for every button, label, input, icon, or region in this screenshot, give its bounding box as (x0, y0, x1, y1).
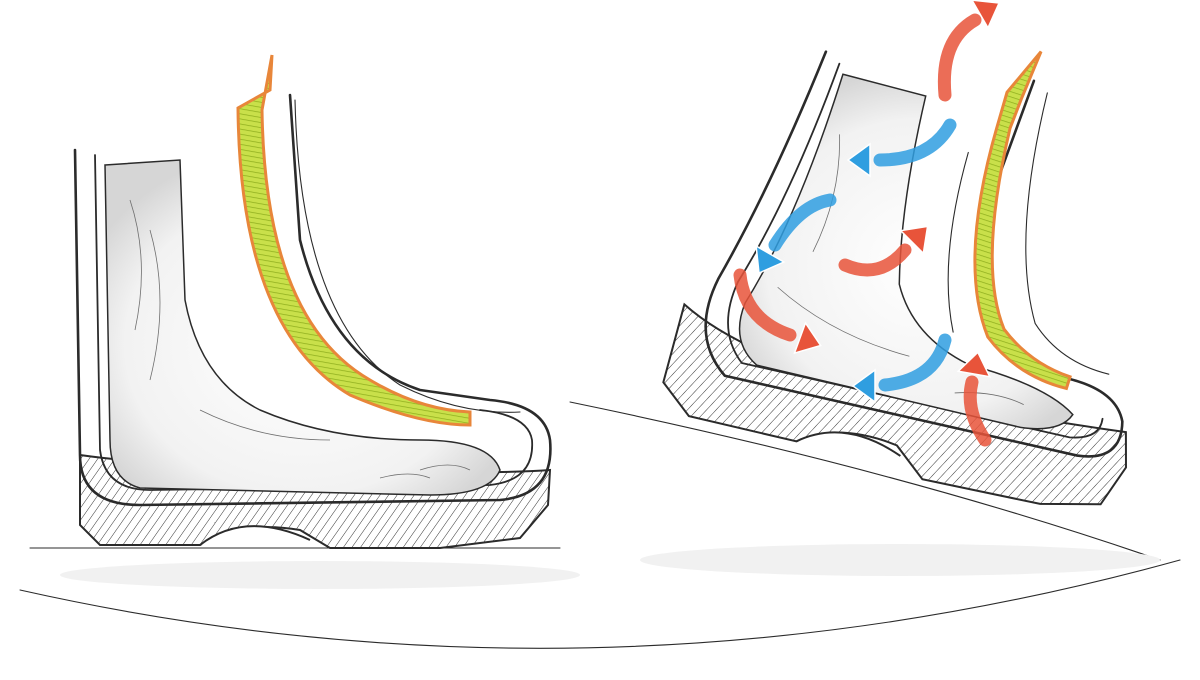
membrane-right (973, 50, 1072, 391)
ground-lines (19, 401, 1181, 649)
boot-walking (662, 50, 1127, 506)
warm-air-arrow (956, 351, 992, 447)
cool-air-arrow (851, 333, 952, 404)
cool-air-arrow (755, 193, 837, 275)
warm-air-arrow (937, 0, 1001, 102)
cool-air-arrow (846, 118, 957, 178)
warm-air-arrow (733, 268, 822, 355)
membrane-left (236, 54, 472, 427)
foot-left (104, 159, 501, 496)
airflow-arrows (733, 0, 1001, 447)
boot-standing (73, 54, 552, 549)
warm-air-arrow (838, 225, 929, 277)
